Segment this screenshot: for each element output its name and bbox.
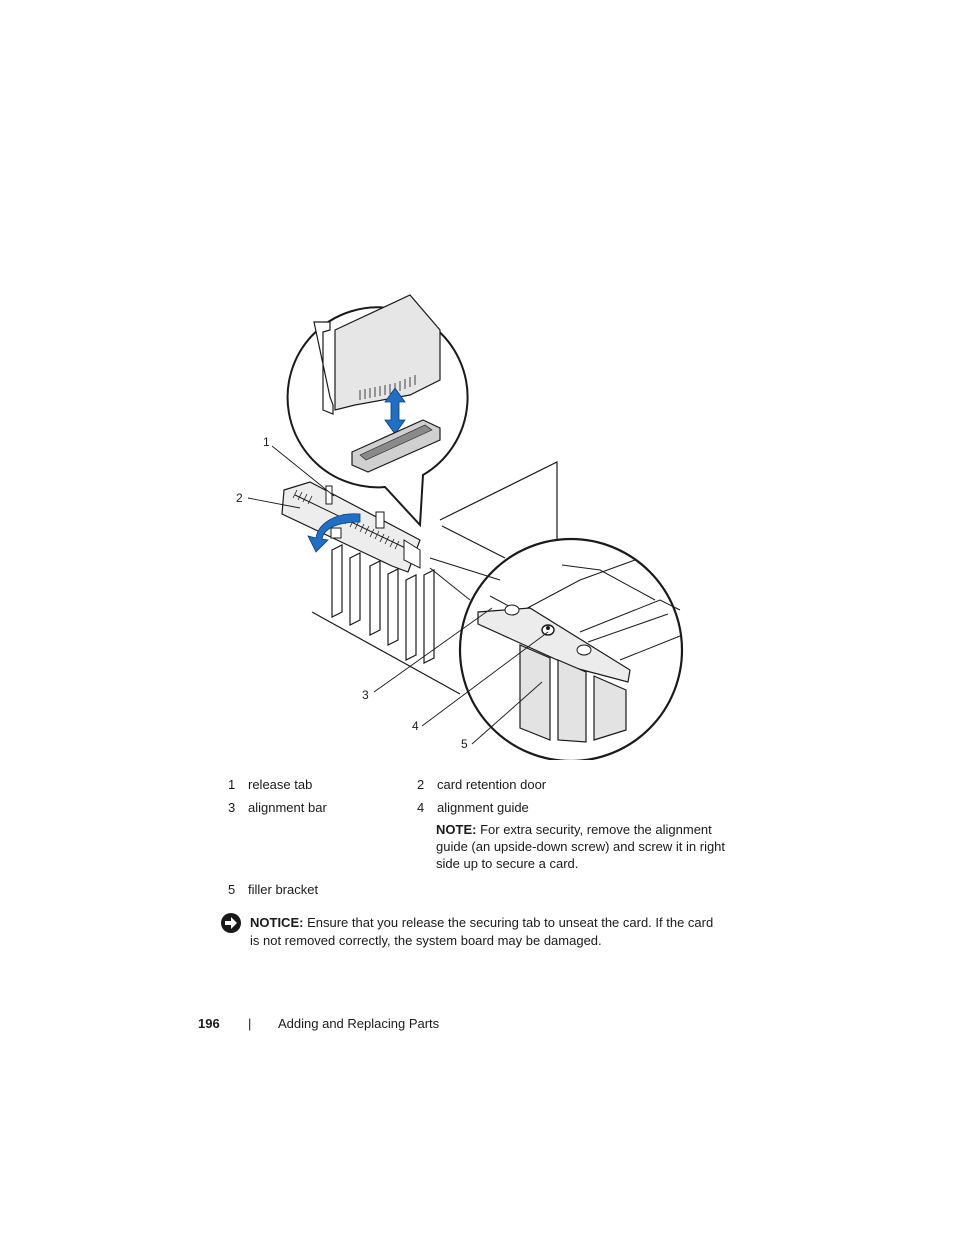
notice-block: NOTICE: Ensure that you release the secu… [250, 914, 720, 950]
page-number: 196 [198, 1016, 220, 1031]
chassis-panel [311, 461, 558, 695]
rotate-door-arrow-icon [307, 513, 361, 553]
callout-5: 5 [461, 737, 468, 751]
notice-icon [221, 913, 241, 933]
callout-3: 3 [362, 688, 369, 702]
legend-label: filler bracket [248, 882, 319, 897]
legend-number: 2 [417, 777, 425, 792]
note-block: NOTE: For extra security, remove the ali… [436, 821, 726, 872]
callout-leaders [247, 445, 549, 745]
legend-number: 1 [228, 777, 236, 792]
card-insert-detail-bubble [286, 294, 469, 528]
footer-separator: | [248, 1016, 252, 1031]
notice-text: Ensure that you release the securing tab… [250, 915, 714, 948]
legend-label: alignment bar [248, 800, 327, 815]
legend-label: card retention door [437, 777, 547, 792]
alignment-detail-bubble [429, 537, 684, 760]
note-label: NOTE: [436, 822, 477, 837]
card-retention-door [281, 481, 421, 573]
legend-label: release tab [248, 777, 313, 792]
legend-number: 4 [417, 800, 425, 815]
callout-2: 2 [236, 491, 243, 505]
callout-4: 4 [412, 719, 419, 733]
section-title: Adding and Replacing Parts [278, 1016, 440, 1031]
legend-number: 3 [228, 800, 236, 815]
legend-number: 5 [228, 882, 236, 897]
callout-1: 1 [263, 435, 270, 449]
notice-label: NOTICE: [250, 915, 304, 930]
card-retention-illustration [247, 294, 684, 760]
legend-label: alignment guide [437, 800, 529, 815]
note-text: For extra security, remove the alignment… [436, 822, 726, 871]
